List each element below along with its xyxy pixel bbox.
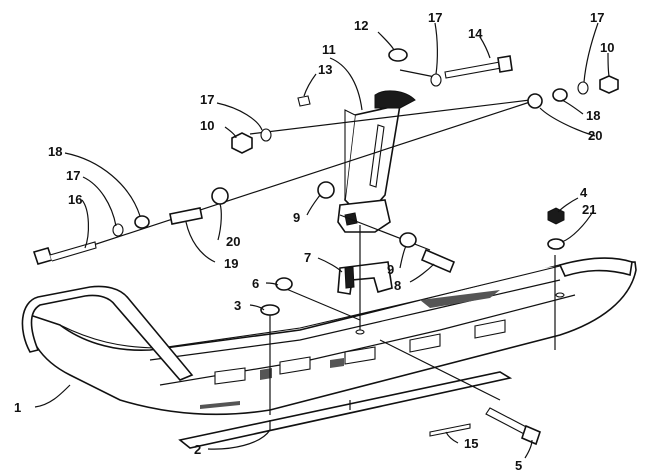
washer-3 — [260, 304, 280, 316]
callout-17-c: 17 — [590, 10, 604, 25]
bolt-5 — [485, 407, 541, 446]
callout-8: 8 — [394, 278, 401, 293]
bushing-18-right — [552, 88, 568, 102]
callout-2: 2 — [194, 442, 201, 457]
callout-5: 5 — [515, 458, 522, 473]
callout-9-upper: 9 — [293, 210, 300, 225]
callout-12: 12 — [354, 18, 368, 33]
bolt-16 — [32, 241, 97, 265]
callout-10-right: 10 — [600, 40, 614, 55]
callout-15: 15 — [464, 436, 478, 451]
sleeve-8 — [420, 248, 456, 274]
callout-14: 14 — [468, 26, 483, 41]
callout-18-left: 18 — [48, 144, 62, 159]
callout-17-d: 17 — [66, 168, 80, 183]
washer-21 — [547, 238, 565, 250]
callout-3: 3 — [234, 298, 241, 313]
cotter-pin-15 — [429, 423, 471, 437]
nut-4 — [547, 207, 565, 225]
leader-lines — [34, 22, 610, 459]
callout-17-a: 17 — [200, 92, 214, 107]
callout-17-b: 17 — [428, 10, 442, 25]
sleeve-19 — [169, 207, 203, 225]
washer-17-left-low — [112, 223, 124, 237]
cap-12 — [388, 48, 408, 62]
callout-6: 6 — [252, 276, 259, 291]
callout-11: 11 — [322, 42, 336, 57]
callout-13: 13 — [318, 62, 332, 77]
bushing-20-right — [527, 93, 543, 109]
callout-21: 21 — [582, 202, 596, 217]
saddle — [337, 261, 393, 295]
bushing-9-lower — [399, 232, 417, 248]
callout-labels: 1 2 3 4 5 6 7 8 9 9 10 10 11 12 13 14 15… — [14, 10, 614, 473]
callout-20-right: 20 — [588, 128, 602, 143]
ski-body — [28, 257, 637, 416]
callout-18-right: 18 — [586, 108, 600, 123]
callout-19: 19 — [224, 256, 238, 271]
bushing-18-left — [134, 215, 150, 229]
callout-10-left: 10 — [200, 118, 214, 133]
callout-4: 4 — [580, 185, 588, 200]
bushing-20-left — [211, 187, 229, 205]
washer-17-left — [260, 128, 272, 142]
ski-handle — [21, 285, 194, 381]
callout-7: 7 — [304, 250, 311, 265]
callout-16: 16 — [68, 192, 82, 207]
nut-6 — [275, 277, 293, 291]
callout-20-left: 20 — [226, 234, 240, 249]
wear-bar — [178, 371, 513, 449]
spindle — [337, 90, 416, 233]
bushing-9-upper — [317, 181, 335, 199]
washer-17-right — [577, 81, 589, 95]
nut-10-right — [599, 75, 619, 94]
axis-lines — [77, 69, 556, 415]
callout-9-lower: 9 — [387, 262, 394, 277]
callout-1: 1 — [14, 400, 21, 415]
washer-17-top — [430, 73, 442, 87]
nut-10-left — [231, 132, 253, 154]
grease-fitting-13 — [297, 95, 311, 107]
bolt-14 — [444, 55, 513, 79]
